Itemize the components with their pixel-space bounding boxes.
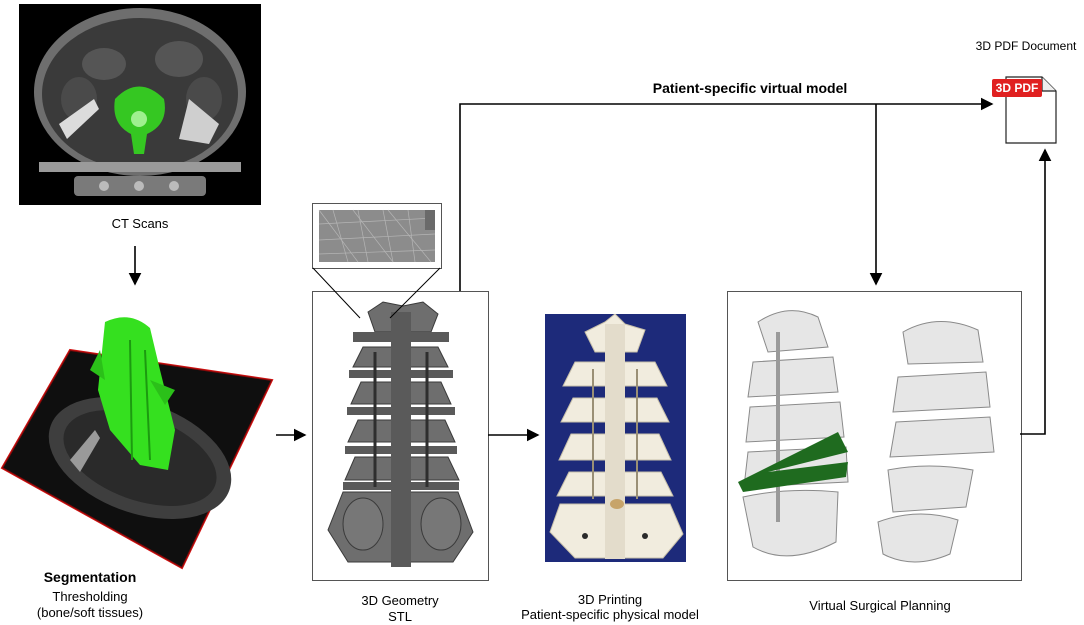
printing-label-line1: 3D Printing [577, 592, 643, 607]
printing-label-line2: Patient-specific physical model [521, 607, 699, 622]
virtual-model-label: Patient-specific virtual model [652, 80, 848, 96]
printed-model-image [545, 314, 686, 562]
ct-scan-image [19, 4, 261, 205]
geometry-label-line1: 3D Geometry [361, 593, 439, 608]
zoom-line-left [312, 267, 361, 319]
segmentation-line1: Thresholding [52, 589, 128, 604]
geometry-label-line2: STL [388, 609, 412, 624]
arrow-planning-to-pdf [1020, 148, 1052, 435]
pdf-document-label: 3D PDF Document [975, 39, 1077, 53]
zoom-line-right [389, 267, 441, 319]
virtual-planning-image [727, 291, 1022, 581]
stl-mesh-zoom-inset [312, 203, 442, 269]
segmentation-line2: (bone/soft tissues) [36, 605, 144, 620]
stl-geometry-image [312, 291, 489, 581]
ct-scans-label: CT Scans [111, 216, 169, 231]
planning-label: Virtual Surgical Planning [809, 598, 951, 613]
arrow-stl-to-pdf [459, 97, 994, 291]
pdf-badge: 3D PDF [992, 79, 1042, 97]
pdf-badge-text: 3D PDF [995, 81, 1039, 95]
segmentation-image [0, 310, 275, 570]
segmentation-title: Segmentation [43, 569, 137, 585]
